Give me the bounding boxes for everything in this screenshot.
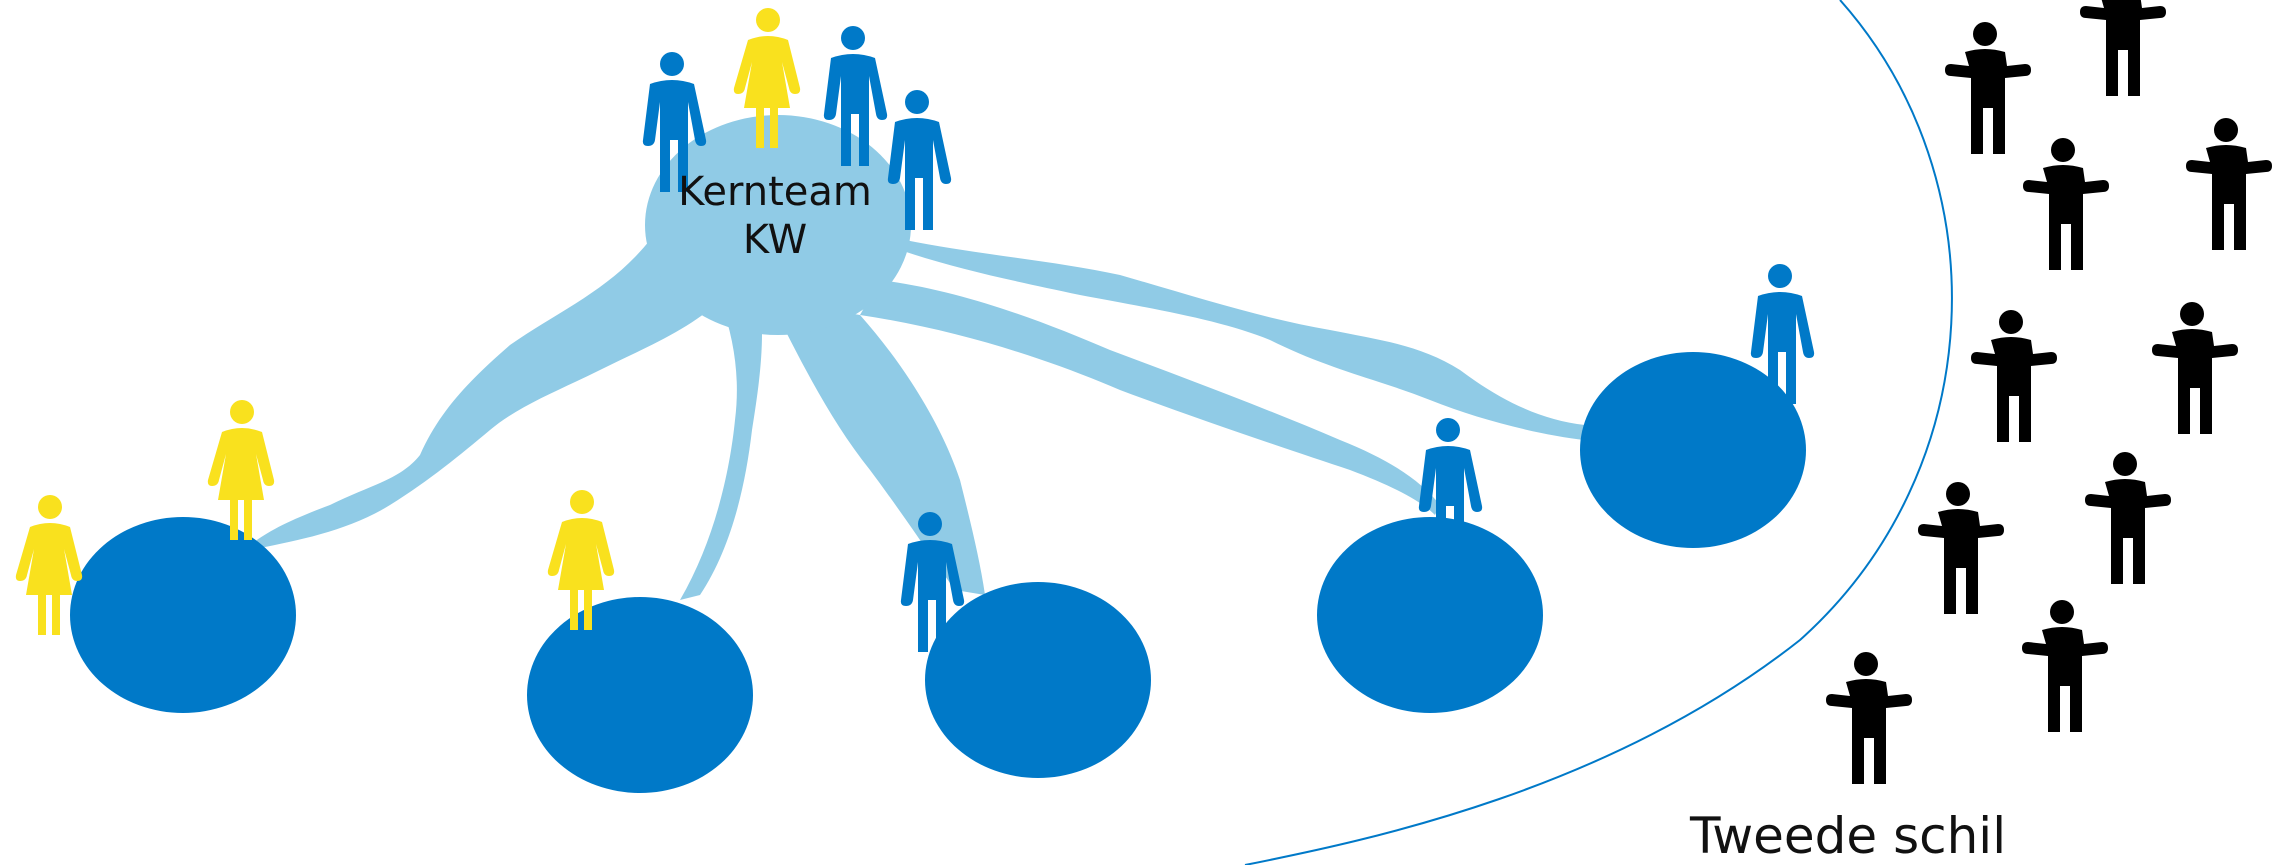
team-circles [70, 352, 1806, 793]
shrug-person-icon [1971, 310, 2057, 442]
connection-links [250, 240, 1585, 600]
link-team-4 [860, 280, 1440, 515]
team-circle-1 [70, 517, 296, 713]
shrug-person-icon [1945, 22, 2031, 154]
team-circle-3 [925, 582, 1151, 778]
shrug-person-icon [2080, 0, 2166, 96]
outer-ring-label: Tweede schil [1690, 807, 2007, 865]
link-team-5 [900, 240, 1585, 440]
shrug-person-icon [2023, 138, 2109, 270]
link-team-1 [250, 240, 720, 548]
team-circle-4 [1317, 517, 1543, 713]
core-team-label: Kernteam KW [640, 168, 910, 264]
team-circle-2 [527, 597, 753, 793]
core-team-label-line2: KW [742, 217, 808, 263]
shrug-person-icon [2085, 452, 2171, 584]
shrug-person-icon [2152, 302, 2238, 434]
shrug-person-icon [1918, 482, 2004, 614]
shrug-person-icon [2022, 600, 2108, 732]
shrug-person-icon [2186, 118, 2272, 250]
link-team-2 [680, 300, 763, 600]
core-team-circle [645, 115, 911, 335]
outer-ring-boundary [1244, 0, 1953, 865]
person-icon-yellow [207, 400, 275, 540]
outer-ring-people [1826, 0, 2272, 784]
core-team-label-line1: Kernteam [678, 169, 872, 215]
shrug-person-icon [1826, 652, 1912, 784]
team-circle-5 [1580, 352, 1806, 548]
